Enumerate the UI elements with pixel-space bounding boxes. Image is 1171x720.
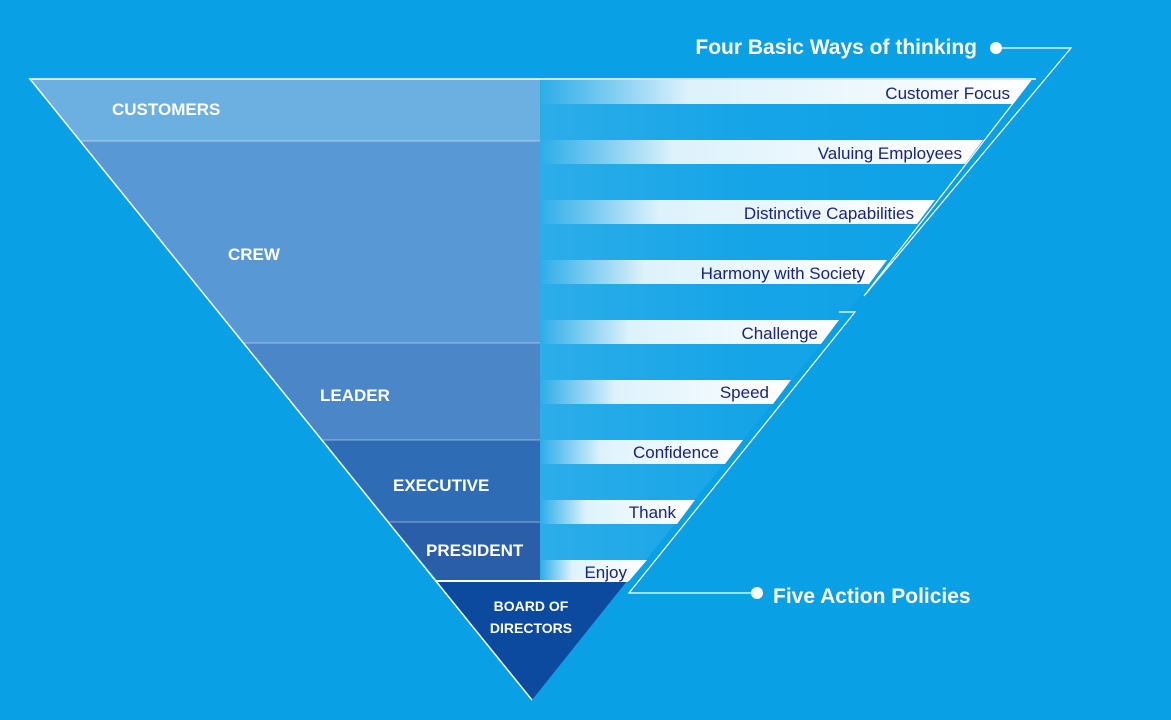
band-challenge [540, 320, 839, 344]
band-harmony-with-society [540, 260, 887, 284]
tier-leader [244, 343, 540, 440]
band-label-distinctive-capabilities: Distinctive Capabilities [744, 204, 914, 223]
action-policies-title: Five Action Policies [773, 585, 971, 608]
band-thank [540, 500, 695, 524]
level-label-leader: LEADER [320, 386, 390, 405]
band-enjoy [540, 560, 647, 581]
band-label-customer-focus: Customer Focus [885, 84, 1010, 103]
band-label-valuing-employees: Valuing Employees [818, 144, 962, 163]
tier-board [437, 581, 627, 700]
tier-customers [30, 79, 540, 141]
ways-of-thinking-bands [540, 80, 1031, 284]
ways-of-thinking-bracket [863, 47, 1073, 297]
tier-crew [80, 141, 540, 343]
band-label-speed: Speed [720, 383, 769, 402]
band-label-confidence: Confidence [633, 443, 719, 462]
ways-of-thinking-title: Four Basic Ways of thinking [695, 36, 977, 59]
band-valuing-employees [540, 140, 983, 164]
action-policies-bracket [627, 311, 857, 594]
level-label-board-line-2: DIRECTORS [490, 620, 572, 636]
band-label-harmony-with-society: Harmony with Society [701, 264, 866, 283]
level-label-customers: CUSTOMERS [112, 100, 220, 119]
action-policy-bands [540, 320, 839, 581]
level-label-crew: CREW [228, 245, 281, 264]
band-confidence [540, 440, 743, 464]
band-distinctive-capabilities [540, 200, 935, 224]
level-label-president: PRESIDENT [426, 541, 524, 560]
ways-of-thinking-dot [990, 42, 1002, 54]
tier-president [389, 522, 540, 580]
triangle-outline [28, 78, 1036, 701]
action-policies-dot [751, 587, 763, 599]
band-speed [540, 380, 791, 404]
band-label-enjoy: Enjoy [584, 563, 627, 582]
band-customer-focus [540, 80, 1031, 104]
band-label-thank: Thank [629, 503, 677, 522]
level-label-board-line-1: BOARD OF [494, 598, 569, 614]
level-label-executive: EXECUTIVE [393, 476, 489, 495]
band-label-challenge: Challenge [741, 324, 818, 343]
tier-executive [323, 440, 540, 522]
